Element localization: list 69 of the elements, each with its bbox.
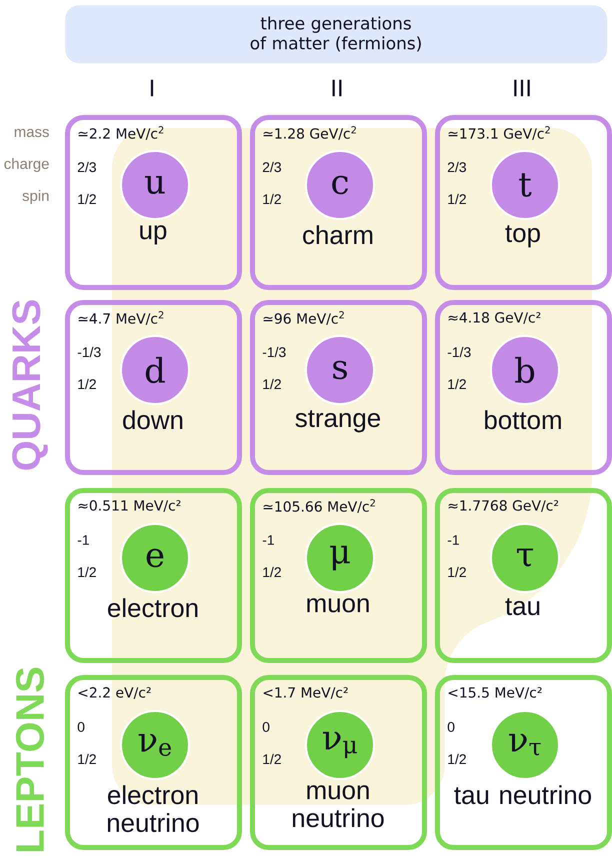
spin-value: 1/2 (448, 194, 466, 204)
particle-card (250, 675, 427, 850)
spin-value: 1/2 (448, 378, 466, 390)
particle-card (250, 488, 427, 663)
charge-value: -1 (262, 535, 274, 545)
particle-name: charm (303, 225, 372, 244)
particle-card (65, 488, 242, 663)
particle-name: muon neutrino (292, 785, 384, 828)
particle-card (250, 115, 427, 290)
particle-card (435, 488, 612, 663)
column-heading: III (514, 80, 530, 96)
particle-card (435, 115, 612, 290)
group-label: LEPTONS (16, 668, 44, 852)
mass-value: ≈1.7768 GeV/c² (448, 500, 558, 512)
particle-name: top (505, 225, 540, 248)
spin-value: 1/2 (78, 378, 96, 390)
particle-name: down (123, 410, 182, 430)
mass-value: ≈4.18 GeV/c² (448, 312, 540, 324)
mass-value: <1.7 MeV/c² (264, 687, 348, 699)
property-label: mass (14, 128, 49, 138)
particle-name: up (140, 225, 166, 244)
spin-value: 1/2 (78, 754, 96, 764)
particle-name: electron (108, 598, 198, 618)
particle-card (435, 300, 612, 475)
particle-name: electron neutrino (108, 785, 199, 832)
spin-value: 1/2 (78, 194, 96, 204)
particle-name: bottom (485, 410, 561, 430)
property-label: charge (4, 158, 49, 172)
mass-value: ≃4.7 MeV/c$^{2}$ (78, 311, 164, 325)
column-heading: I (150, 80, 154, 96)
particle-card (65, 115, 242, 290)
particle-card (65, 675, 242, 850)
spin-value: 1/2 (448, 754, 466, 764)
particle-card (250, 300, 427, 475)
charge-value: -1 (78, 535, 89, 545)
charge-value: -1 (448, 535, 459, 545)
charge-value: 0 (78, 722, 84, 732)
charge-value: 0 (262, 722, 270, 732)
header-band: three generations of matter (fermions) (65, 5, 608, 64)
mass-value: ≈0.511 MeV/c² (78, 500, 180, 512)
particle-card (435, 675, 612, 850)
mass-value: ≃105.66 MeV/c$^{2}$ (264, 499, 375, 513)
charge-value: 0 (448, 722, 454, 732)
charge-value: -1/3 (78, 346, 101, 358)
property-label: spin (22, 190, 48, 204)
group-label: QUARKS (12, 300, 48, 470)
spin-value: 1/2 (448, 566, 466, 578)
spin-value: 1/2 (78, 566, 96, 578)
mass-value: <15.5 MeV/c² (448, 687, 542, 699)
charge-value: 2/3 (448, 162, 466, 172)
mass-value: ≃2.2 MeV/c$^{2}$ (78, 126, 164, 140)
charge-value: 2/3 (262, 162, 281, 172)
particle-name: muon (307, 598, 369, 612)
particle-name: tau (505, 598, 540, 616)
spin-value: 1/2 (263, 754, 281, 764)
charge-value: -1/3 (448, 346, 471, 358)
spin-value: 1/2 (263, 566, 281, 578)
particle-name: tau neutrino (454, 785, 591, 804)
mass-value: <2.2 eV/c² (78, 687, 151, 699)
mass-value: ≃96 MeV/c$^{2}$ (264, 311, 344, 325)
particle-name: strange (296, 410, 380, 432)
mass-value: ≃1.28 GeV/c$^{2}$ (264, 126, 356, 140)
column-heading: II (332, 80, 342, 96)
mass-value: ≃173.1 GeV/c$^{2}$ (448, 126, 550, 140)
spin-value: 1/2 (263, 378, 281, 390)
particle-card (65, 300, 242, 475)
charge-value: 2/3 (78, 162, 96, 172)
spin-value: 1/2 (263, 194, 281, 204)
charge-value: -1/3 (262, 346, 286, 358)
